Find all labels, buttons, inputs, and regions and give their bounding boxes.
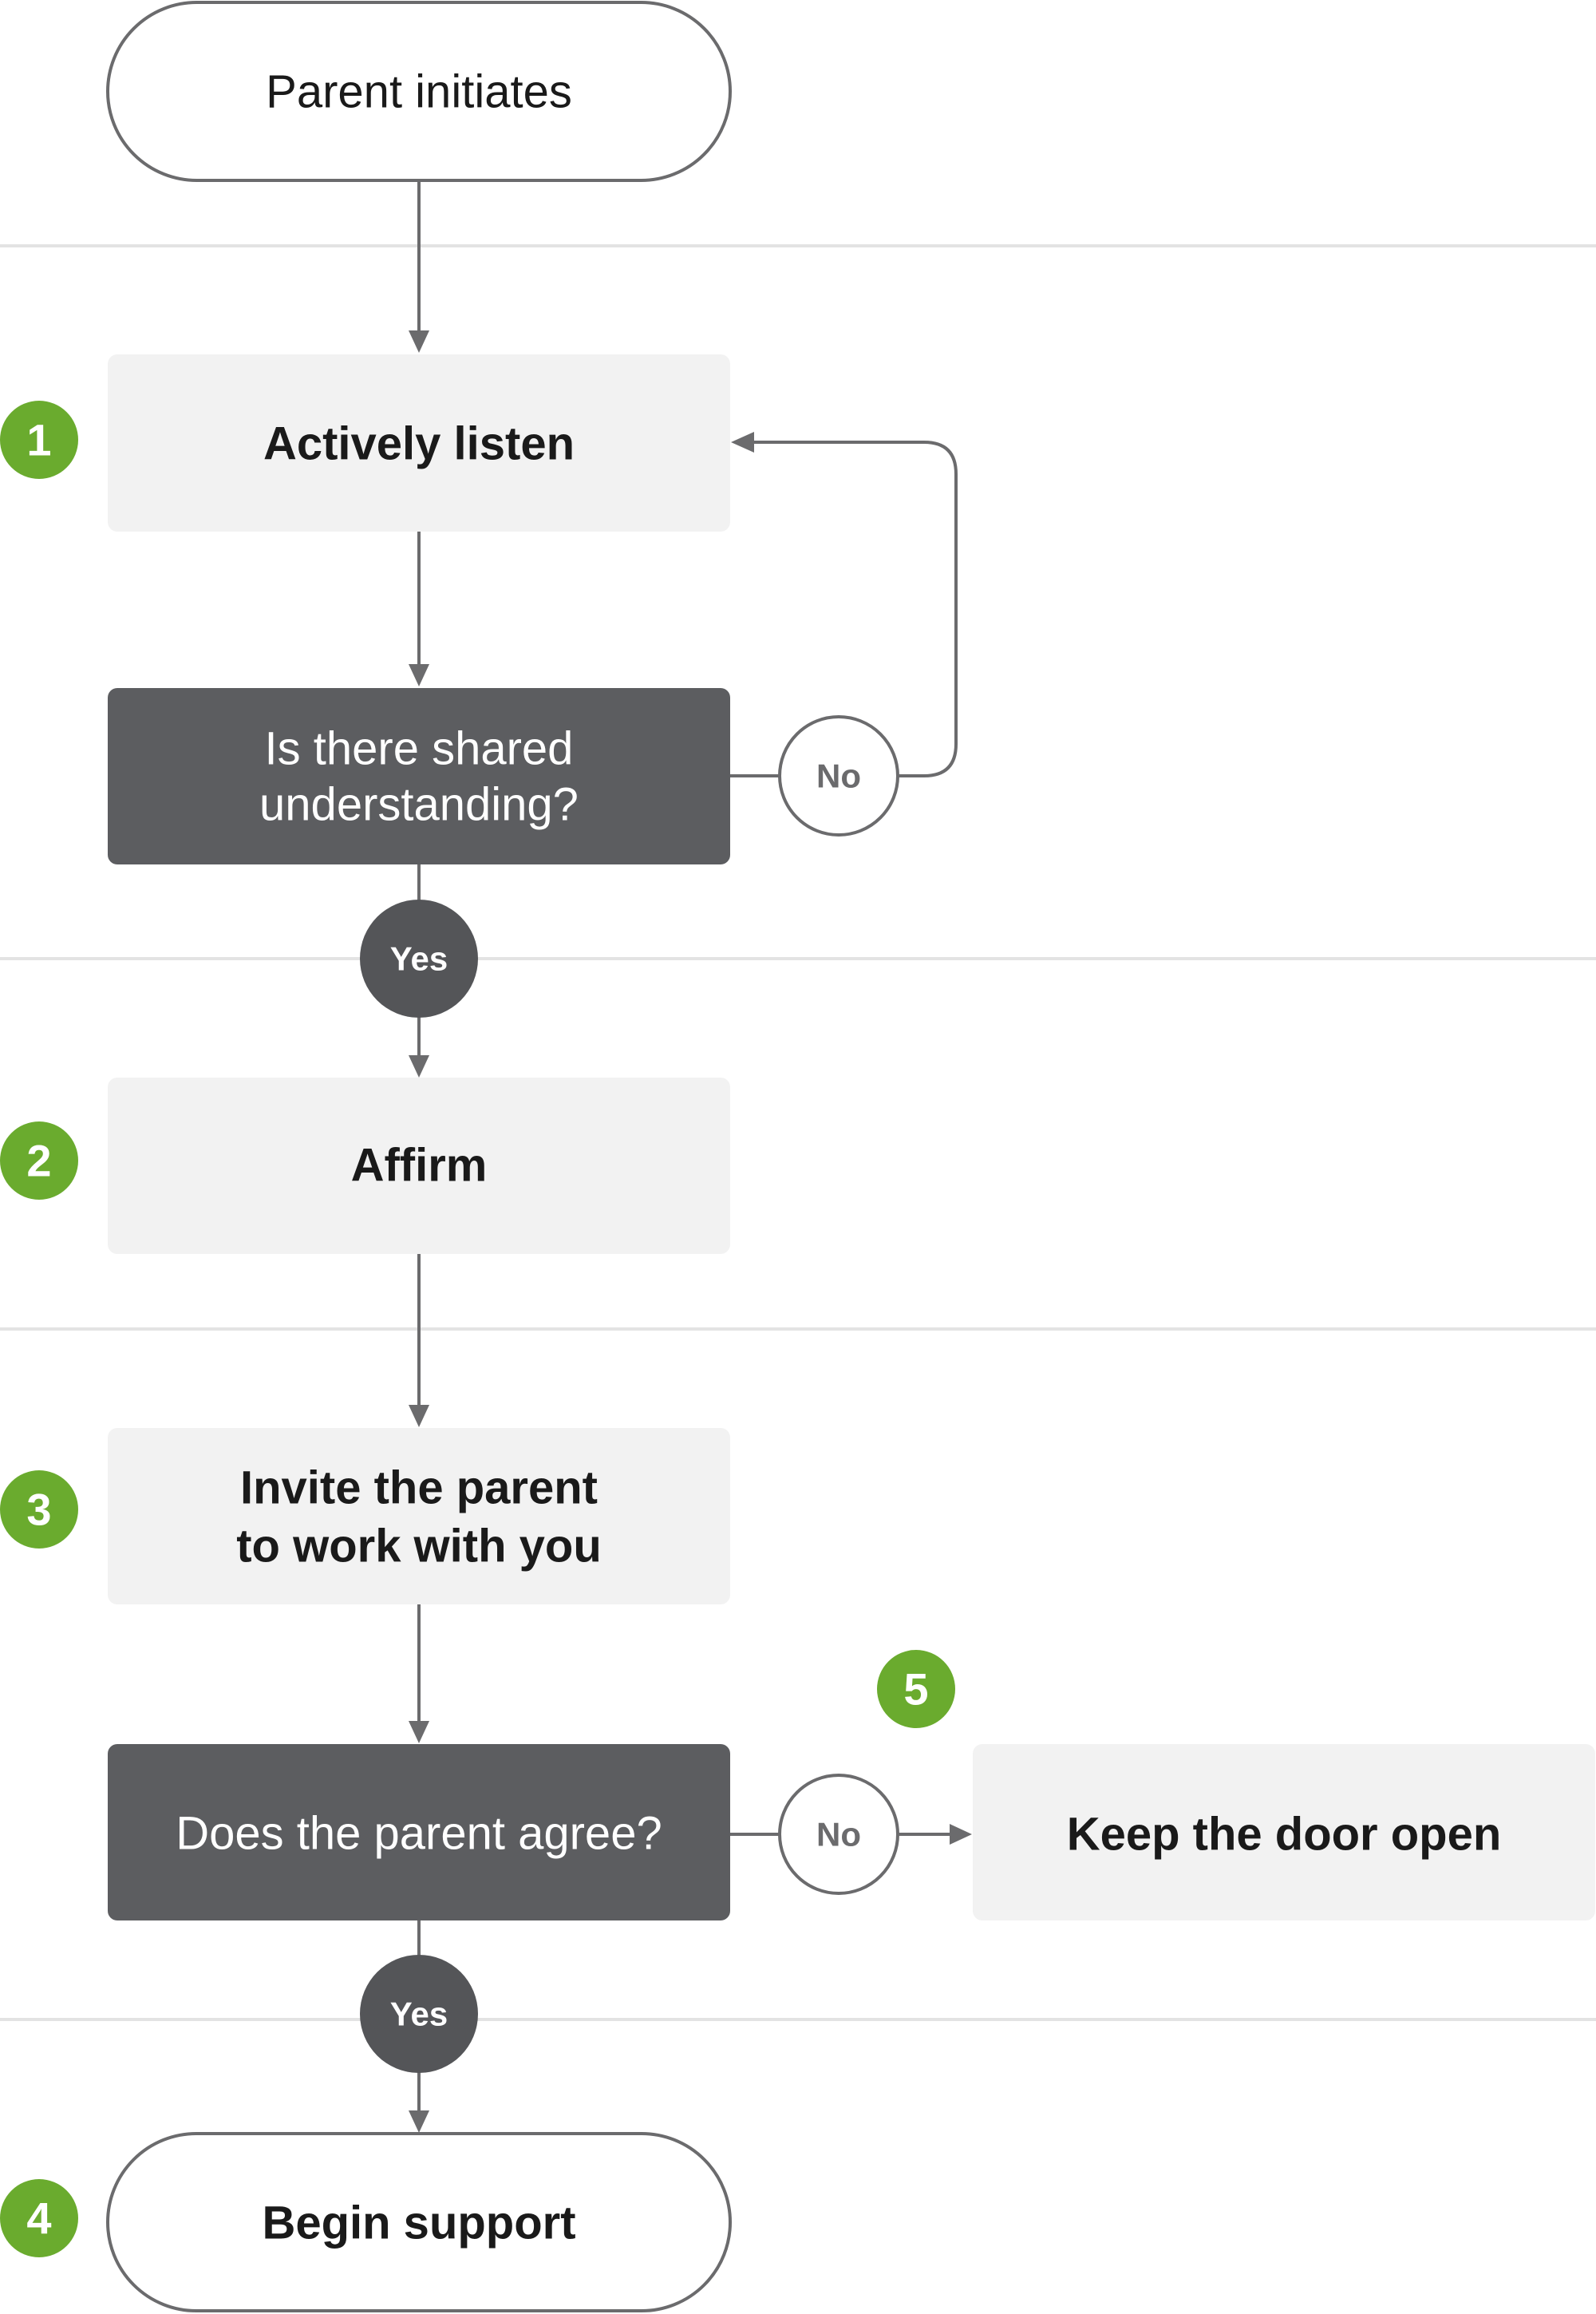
no-pill: No — [778, 1774, 899, 1895]
step-number: 1 — [26, 415, 51, 465]
step-badge-1: 1 — [0, 401, 78, 479]
step-affirm: Affirm — [108, 1078, 730, 1254]
step-number: 2 — [26, 1136, 51, 1186]
end-terminal-begin-support: Begin support — [106, 2132, 732, 2312]
step-number: 4 — [26, 2193, 51, 2244]
start-terminal: Parent initiates — [106, 1, 732, 182]
step-label: Affirm — [351, 1140, 488, 1192]
no-label: No — [816, 757, 861, 795]
arrowhead — [409, 1055, 429, 1078]
step-label-line-1: Invite the parent — [240, 1462, 598, 1514]
arrowhead — [409, 2110, 429, 2133]
step-badge-4: 4 — [0, 2179, 78, 2257]
arrowhead — [409, 664, 429, 686]
arrowhead — [731, 432, 754, 453]
step-label: Keep the door open — [1067, 1809, 1502, 1861]
no-pill: No — [778, 715, 899, 837]
step-label-line-2: to work with you — [236, 1521, 602, 1572]
step-badge-2: 2 — [0, 1121, 78, 1200]
no-label: No — [816, 1816, 861, 1853]
step-badge-3: 3 — [0, 1470, 78, 1549]
decision-question: Does the parent agree? — [176, 1808, 662, 1860]
connectors — [409, 180, 972, 2133]
step-keep-door-open: Keep the door open — [973, 1744, 1595, 1920]
decision-question-line-1: Is there shared — [265, 723, 574, 775]
connector-no-loop-back — [754, 441, 958, 777]
step-label: Begin support — [262, 2197, 575, 2249]
decision-question-line-2: understanding? — [259, 779, 579, 831]
section-dividers — [0, 244, 1596, 2021]
decision-parent-agree: Does the parent agree? — [108, 1744, 730, 1920]
arrowhead — [409, 1721, 429, 1743]
step-invite-parent: Invite the parent to work with you — [108, 1428, 730, 1604]
yes-pill: Yes — [360, 900, 478, 1018]
yes-pill: Yes — [360, 1955, 478, 2073]
arrowhead — [409, 330, 429, 353]
step-badge-5: 5 — [877, 1650, 955, 1728]
step-label: Actively listen — [263, 418, 575, 470]
arrowhead — [950, 1824, 972, 1845]
step-actively-listen: Actively listen — [108, 354, 730, 532]
start-label: Parent initiates — [266, 66, 572, 118]
decision-shared-understanding: Is there shared understanding? — [108, 688, 730, 864]
step-number: 5 — [903, 1664, 928, 1715]
arrowhead — [409, 1405, 429, 1427]
yes-label: Yes — [390, 1996, 448, 2033]
step-number: 3 — [26, 1485, 51, 1535]
yes-label: Yes — [390, 940, 448, 978]
